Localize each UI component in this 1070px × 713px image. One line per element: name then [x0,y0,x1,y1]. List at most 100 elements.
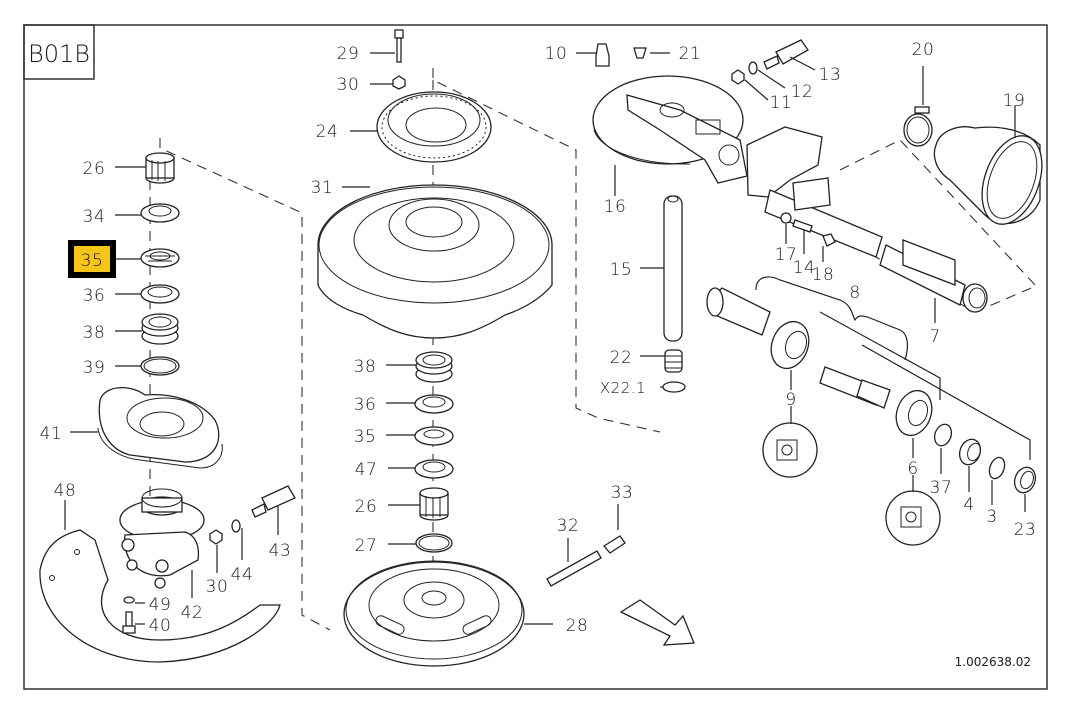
callout-11[interactable]: 11 [770,93,793,113]
part-8-shaft[interactable] [819,366,891,409]
callout-14[interactable]: 14 [793,258,816,278]
callout-18[interactable]: 18 [812,265,835,285]
part-43-stud[interactable] [251,485,296,518]
part-47-washer[interactable] [414,459,454,479]
callout-21[interactable]: 21 [679,44,702,64]
highlighted-callout-35[interactable] [68,240,116,278]
part-38-seal[interactable] [141,313,179,345]
part-18-nut[interactable] [822,233,836,247]
callout-41[interactable]: 41 [40,424,63,444]
callout-30[interactable]: 30 [206,577,229,597]
part-6-bearing[interactable] [890,386,938,441]
part-26-needle-bearing[interactable] [145,152,175,184]
callout-8[interactable]: 8 [849,283,860,303]
callout-6[interactable]: 6 [907,459,918,479]
callout-24[interactable]: 24 [316,122,339,142]
part-X22-1-circlip[interactable] [662,381,686,393]
part-28-disc[interactable] [343,560,525,667]
part-42-hub-body[interactable] [119,488,205,589]
callout-36[interactable]: 36 [83,286,106,306]
callout-29[interactable]: 29 [337,44,360,64]
part-34-washer[interactable] [140,203,180,223]
part-12-washer[interactable] [748,61,758,75]
part-26-needle-bearing-center[interactable] [419,487,449,521]
callout-X22-1[interactable]: X22.1 [600,379,646,397]
callout-31[interactable]: 31 [311,178,334,198]
part-22-spring[interactable] [664,349,683,373]
callout-27[interactable]: 27 [355,536,378,556]
part-27-circlip[interactable] [415,533,453,553]
callout-16[interactable]: 16 [604,197,627,217]
part-bevel-pinion[interactable] [706,287,771,336]
part-38-seal-center[interactable] [415,351,453,383]
callout-3[interactable]: 3 [986,507,997,527]
part-24-bevel-gear[interactable] [376,91,492,163]
callout-32[interactable]: 32 [557,516,580,536]
callout-37[interactable]: 37 [930,478,953,498]
part-mounting-plate[interactable] [746,126,823,198]
part-7-tube-end[interactable] [879,239,988,313]
callout-7[interactable]: 7 [929,327,940,347]
callout-12[interactable]: 12 [791,82,814,102]
callout-33[interactable]: 33 [611,483,634,503]
callout-9[interactable]: 9 [785,390,796,410]
callout-17[interactable]: 17 [775,245,798,265]
callout-13[interactable]: 13 [819,65,842,85]
part-11-nut[interactable] [731,69,745,85]
part-16-gear-cover[interactable] [592,75,748,184]
callout-35-center[interactable]: 35 [354,427,377,447]
part-20-clamp[interactable] [903,106,933,147]
part-39-o-ring[interactable] [140,356,180,376]
part-35-thrust-bearing-center[interactable] [414,426,454,446]
callout-30-top[interactable]: 30 [337,75,360,95]
callout-34[interactable]: 34 [83,207,106,227]
part-30-nut[interactable] [209,529,223,545]
callout-23[interactable]: 23 [1014,520,1037,540]
part-40-bolt[interactable] [122,611,136,634]
part-10-grease-nipple[interactable] [595,43,610,67]
part-9-bearing[interactable] [765,316,815,373]
callout-36-center[interactable]: 36 [354,395,377,415]
callout-15[interactable]: 15 [610,260,633,280]
part-35-thrust-bearing[interactable] [140,248,180,268]
callout-19[interactable]: 19 [1003,91,1026,111]
callout-39[interactable]: 39 [83,358,106,378]
part-14-bolt[interactable] [792,219,813,233]
part-tube[interactable] [764,177,883,258]
part-31-carrier[interactable] [317,184,553,339]
part-19-protective-boot[interactable] [933,126,1053,233]
part-13-stud[interactable] [763,39,809,70]
callout-40[interactable]: 40 [149,616,172,636]
part-49-washer[interactable] [123,596,135,604]
part-36-washer-center[interactable] [414,394,454,414]
part-15-shaft[interactable] [663,195,683,342]
part-21-plug[interactable] [633,47,647,59]
callout-22[interactable]: 22 [610,348,633,368]
part-3-circlip[interactable] [987,455,1008,480]
part-4-seal[interactable] [956,436,984,467]
callout-10[interactable]: 10 [545,44,568,64]
part-48-guard[interactable] [39,529,281,663]
callout-49[interactable]: 49 [149,595,172,615]
part-41-housing[interactable] [97,387,223,469]
callout-43[interactable]: 43 [269,541,292,561]
part-33-grease-nipple[interactable] [603,535,626,554]
callout-48[interactable]: 48 [54,481,77,501]
callout-35[interactable]: 35 [81,251,104,271]
callout-26-center[interactable]: 26 [355,497,378,517]
callout-44[interactable]: 44 [231,565,254,585]
callout-20[interactable]: 20 [912,40,935,60]
part-32-shaft[interactable] [546,550,602,587]
callout-42[interactable]: 42 [181,603,204,623]
part-29-bolt[interactable] [394,29,404,63]
callout-38-center[interactable]: 38 [354,357,377,377]
part-44-washer[interactable] [231,519,241,533]
callout-26[interactable]: 26 [83,159,106,179]
part-37-spacer[interactable] [932,422,955,448]
callout-38[interactable]: 38 [83,323,106,343]
callout-28[interactable]: 28 [566,616,589,636]
callout-47[interactable]: 47 [355,460,378,480]
part-36-washer[interactable] [140,284,180,304]
part-23-seal[interactable] [1011,464,1039,495]
part-17-nut[interactable] [780,212,792,224]
